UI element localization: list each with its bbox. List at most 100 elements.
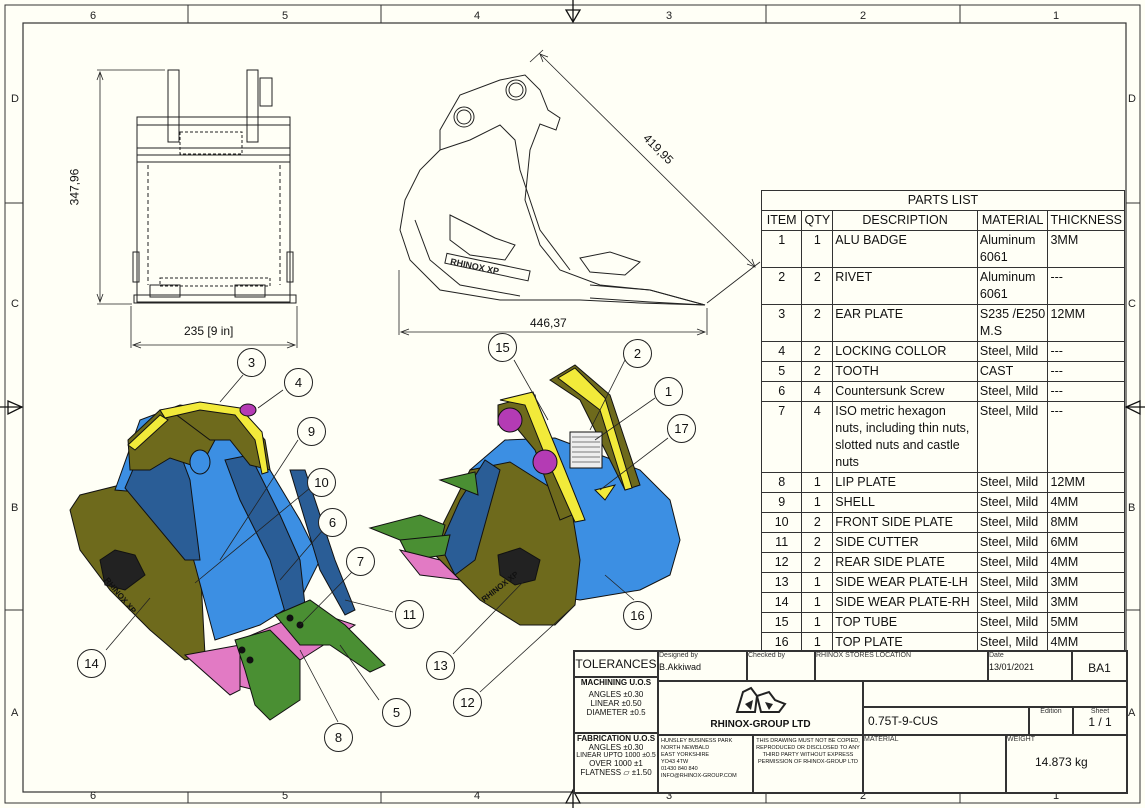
material-cell: MATERIAL	[863, 735, 1006, 793]
fabrication-cell: FABRICATION U.O.S ANGLES ±0.30 LINEAR UP…	[574, 733, 658, 793]
dim-side-width: 446,37	[530, 316, 567, 330]
copyright-notice: THIS DRAWING MUST NOT BE COPIED,REPRODUC…	[754, 736, 862, 768]
parts-cell-desc: SIDE CUTTER	[832, 532, 978, 553]
zone-col-1: 1	[1053, 10, 1060, 22]
parts-cell-qty: 1	[801, 632, 834, 653]
parts-cell-material: Steel, Mild	[976, 492, 1049, 513]
parts-list-title: PARTS LIST	[761, 190, 1125, 211]
side-view	[399, 74, 706, 306]
zone-col-1-bottom: 1	[1053, 790, 1060, 802]
parts-cell-qty: 1	[801, 592, 834, 613]
parts-cell-material: Steel, Mild	[976, 612, 1049, 633]
balloon-item-14: 14	[77, 649, 106, 678]
parts-cell-qty: 2	[801, 532, 834, 553]
checked-by-label: Checked by	[748, 652, 785, 659]
parts-cell-thickness: 3MM	[1047, 572, 1125, 593]
date-cell: Date 13/01/2021	[988, 651, 1072, 681]
parts-cell-desc: EAR PLATE	[832, 304, 978, 342]
zone-row-d: D	[11, 93, 19, 105]
company-cell: RHINOX-GROUP LTD	[658, 681, 863, 735]
parts-cell-item: 1	[760, 230, 803, 268]
part-number-cell: 0.75T-9-CUS	[863, 707, 1029, 735]
balloon-item-11: 11	[395, 600, 424, 629]
parts-cell-material: Steel, Mild	[976, 512, 1049, 533]
designed-by-label: Designed by	[659, 652, 698, 659]
address-line: EAST YORKSHIRE	[661, 752, 710, 758]
balloon-item-8: 8	[324, 723, 353, 752]
balloon-item-6: 6	[318, 508, 347, 537]
machining-line-1: ANGLES ±0.30	[588, 690, 644, 699]
parts-cell-qty: 1	[801, 572, 834, 593]
parts-cell-thickness: 3MM	[1047, 592, 1125, 613]
parts-cell-material: Aluminum 6061	[976, 230, 1049, 268]
parts-cell-item: 12	[760, 552, 803, 573]
balloon-item-1: 1	[654, 377, 683, 406]
machining-line-3: DIAMETER ±0.5	[586, 708, 646, 717]
leader-lines	[105, 359, 669, 723]
side-dimensions	[398, 49, 761, 336]
parts-cell-thickness: ---	[1047, 267, 1125, 305]
weight-value: 14.873 kg	[1035, 755, 1088, 769]
balloon-item-16: 16	[623, 601, 652, 630]
dim-front-height: 347,96	[67, 168, 82, 206]
zone-col-6-bottom: 6	[90, 790, 97, 802]
parts-cell-qty: 2	[801, 267, 834, 305]
parts-cell-material: Steel, Mild	[976, 341, 1049, 362]
front-view	[132, 69, 297, 304]
sheet-size: BA1	[1088, 661, 1111, 675]
parts-cell-item: 11	[760, 532, 803, 553]
parts-cell-thickness: ---	[1047, 361, 1125, 382]
parts-cell-item: 10	[760, 512, 803, 533]
zone-col-4: 4	[474, 10, 481, 22]
parts-cell-qty: 1	[801, 472, 834, 493]
material-label: MATERIAL	[864, 736, 899, 743]
parts-cell-material: Steel, Mild	[976, 472, 1049, 493]
iso-view-left	[69, 401, 386, 721]
parts-cell-item: 3	[760, 304, 803, 342]
iso-view-right	[368, 364, 681, 626]
parts-cell-item: 14	[760, 592, 803, 613]
parts-cell-item: 15	[760, 612, 803, 633]
balloon-item-17: 17	[667, 414, 696, 443]
zone-row-a-right: A	[1128, 707, 1136, 719]
parts-cell-desc: ISO metric hexagon nuts, including thin …	[832, 401, 978, 473]
header-material: MATERIAL	[976, 210, 1049, 231]
header-description: DESCRIPTION	[832, 210, 978, 231]
zone-row-a: A	[11, 707, 19, 719]
dim-front-width: 235 [9 in]	[184, 324, 234, 338]
parts-cell-material: Steel, Mild	[976, 552, 1049, 573]
address-line: INFO@RHINOX-GROUP.COM	[661, 773, 737, 779]
edition-label: Edition	[1040, 708, 1062, 715]
part-number: 0.75T-9-CUS	[868, 714, 939, 728]
parts-cell-qty: 2	[801, 304, 834, 342]
parts-cell-desc: Countersunk Screw	[832, 381, 978, 402]
tolerances-label: TOLERANCES	[575, 657, 657, 671]
zone-col-2-bottom: 2	[860, 790, 867, 802]
parts-cell-material: S235 /E250 M.S	[976, 304, 1049, 342]
weight-label: WEIGHT	[1007, 736, 1035, 743]
tolerances-cell: TOLERANCES	[574, 651, 658, 677]
parts-cell-desc: FRONT SIDE PLATE	[832, 512, 978, 533]
parts-cell-qty: 1	[801, 230, 834, 268]
zone-col-5-bottom: 5	[282, 790, 289, 802]
parts-cell-material: Steel, Mild	[976, 572, 1049, 593]
date-label: Date	[989, 652, 1004, 659]
fabrication-line-4: FLATNESS ⏥ ±1.50	[580, 768, 652, 777]
parts-cell-item: 13	[760, 572, 803, 593]
checked-by-cell: Checked by	[747, 651, 815, 681]
parts-cell-qty: 1	[801, 612, 834, 633]
parts-cell-thickness: 4MM	[1047, 632, 1125, 653]
balloon-item-2: 2	[623, 339, 652, 368]
fabrication-line-3: OVER 1000 ±1	[589, 759, 643, 768]
balloon-item-7: 7	[346, 547, 375, 576]
parts-cell-desc: LIP PLATE	[832, 472, 978, 493]
